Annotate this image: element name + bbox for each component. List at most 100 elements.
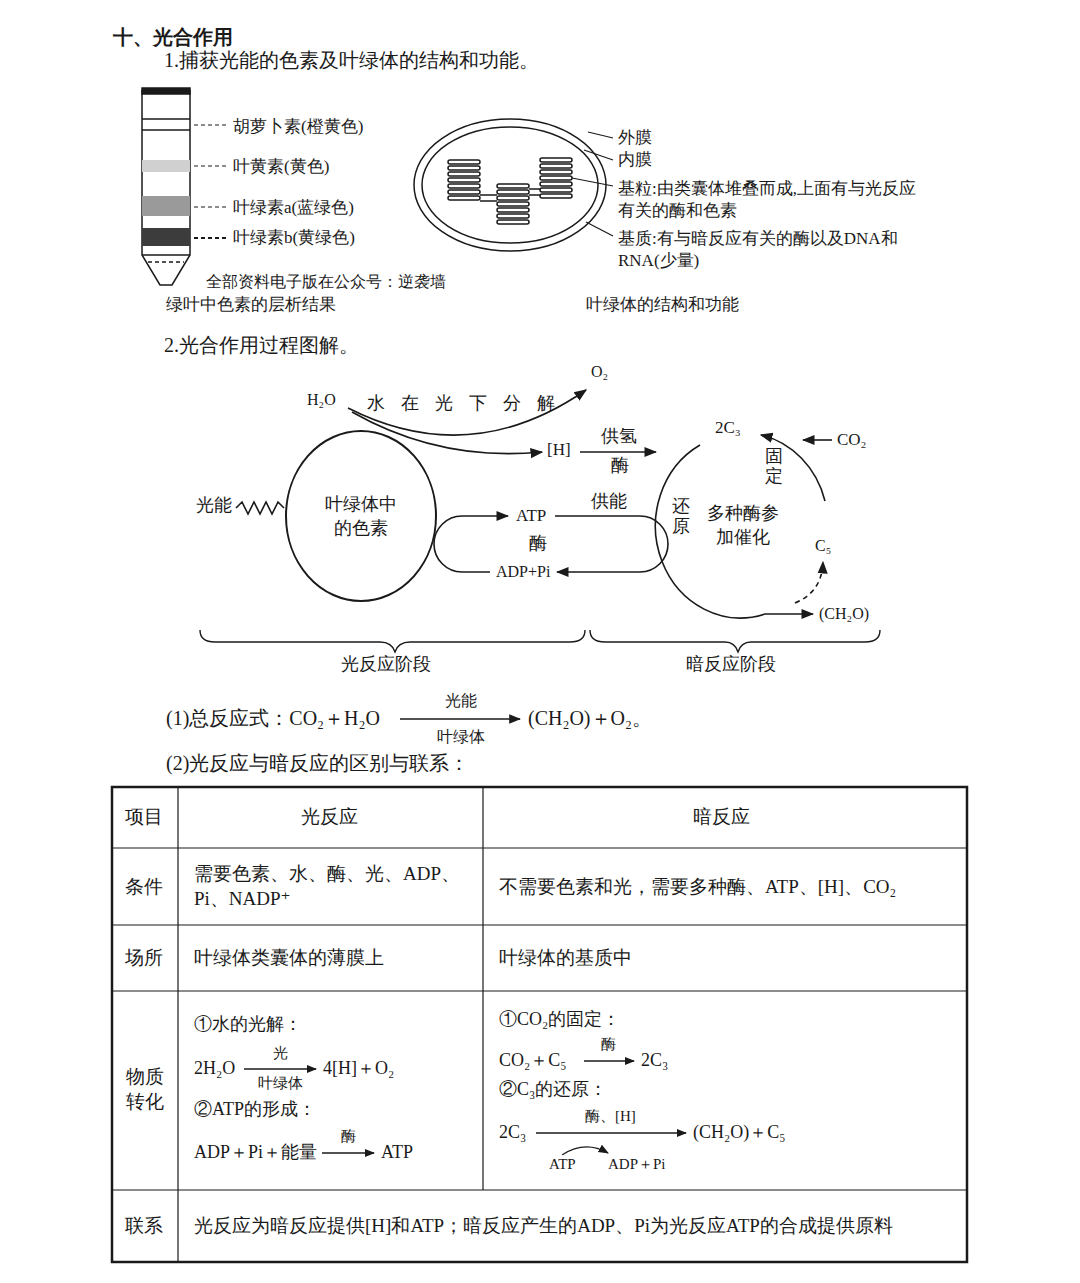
drawing-stroke [177, 787, 178, 1262]
drawing-stroke [580, 451, 656, 453]
drawing-stroke [448, 158, 572, 224]
drawing-stroke [497, 196, 529, 200]
text-label: 项目 [124, 805, 164, 830]
comparison-table [112, 787, 967, 1262]
drawing-stroke [194, 237, 228, 239]
process-arrows [236, 390, 832, 618]
text-label: 叶绿体的基质中 [498, 946, 633, 971]
drawing-stroke [142, 90, 190, 285]
text-label: 需要色素、水、酶、光、ADP、Pi、NADP⁺ [193, 862, 477, 911]
text-label: 2C₃ [640, 1049, 669, 1072]
text-label: 叶绿体 [436, 727, 486, 748]
drawing-stroke [448, 166, 480, 170]
drawing-stroke [194, 124, 228, 125]
text-label: CO₂＋C₅ [498, 1049, 568, 1072]
drawing-stroke [414, 119, 606, 251]
drawing-stroke [803, 439, 832, 441]
text-label: ADP＋Pi [607, 1155, 667, 1175]
text-label: 暗反应 [692, 805, 751, 830]
text-label: 水在光下分解 [366, 392, 572, 415]
drawing-stroke [540, 182, 572, 186]
text-label: ②ATP的形成： [193, 1098, 317, 1121]
text-label: C₅ [814, 536, 832, 557]
drawing-stroke [194, 206, 228, 207]
drawing-stroke [540, 176, 572, 180]
drawing-stroke [536, 1132, 686, 1133]
text-label: 2C₃ [498, 1121, 527, 1144]
drawing-stroke [112, 787, 967, 1262]
drawing-stroke [236, 502, 284, 514]
text-label: (CH₂O)＋O₂。 [527, 705, 653, 731]
drawing-stroke [142, 118, 190, 120]
drawing-stroke [529, 194, 540, 196]
drawing-stroke [590, 630, 880, 652]
text-label: CO₂ [836, 429, 868, 451]
text-label: (2)光反应与暗反应的区别与联系： [165, 750, 470, 776]
text-label: 物质转化 [125, 1065, 169, 1114]
text-label: (CH₂O)＋C₅ [692, 1121, 787, 1144]
drawing-stroke [142, 160, 190, 172]
text-label: ①水的光解： [193, 1013, 303, 1036]
text-label: 固定 [765, 447, 783, 487]
text-label: [H] [546, 439, 572, 461]
drawing-stroke [112, 1189, 967, 1190]
drawing-stroke [142, 254, 190, 256]
drawing-stroke [352, 412, 542, 454]
drawing-stroke [562, 1147, 608, 1155]
drawing-stroke [448, 178, 480, 182]
text-label: 叶绿素b(黄绿色) [232, 227, 356, 249]
text-label: ①CO₂的固定： [498, 1008, 621, 1031]
drawing-stroke [142, 196, 190, 216]
text-label: 光反应 [300, 805, 359, 830]
drawing-stroke [448, 160, 480, 164]
text-label: ATP [515, 505, 547, 527]
drawing-stroke [586, 222, 613, 236]
text-label: (CH₂O) [818, 604, 870, 625]
text-label: 光能 [444, 691, 478, 712]
drawing-stroke [540, 170, 572, 174]
drawing-stroke [655, 445, 813, 618]
text-label: 叶绿体类囊体的薄膜上 [193, 946, 385, 971]
text-label: 不需要色素和光，需要多种酶、ATP、[H]、CO₂ [498, 875, 962, 900]
enzyme-cycle: 多种酶参加催化 [658, 433, 828, 617]
drawing-stroke [448, 190, 480, 194]
drawing-stroke [448, 196, 480, 200]
drawing-stroke [286, 431, 436, 601]
drawing-stroke [497, 208, 529, 212]
drawing-stroke [540, 158, 572, 162]
leader-lines [572, 132, 613, 236]
drawing-stroke [480, 200, 497, 202]
drawing-stroke [540, 188, 572, 192]
drawing-stroke [497, 214, 529, 218]
drawing-stroke [480, 194, 497, 196]
drawing-stroke [148, 261, 184, 263]
node-text: 多种酶参加催化 [705, 501, 781, 550]
drawing-stroke [540, 194, 572, 198]
drawing-stroke [448, 184, 480, 188]
drawing-stroke [482, 787, 483, 1190]
drawing-stroke [112, 924, 967, 925]
text-label: 2.光合作用过程图解。 [163, 332, 360, 358]
drawing-stroke [795, 562, 823, 603]
text-label: 2H₂O [193, 1057, 236, 1080]
drawing-stroke [497, 220, 529, 224]
text-label: 光反应阶段 [340, 653, 432, 676]
text-label: 全部资料电子版在公众号：逆袭墙 [205, 272, 447, 293]
drawing-stroke [448, 172, 480, 176]
text-label: 叶黄素(黄色) [232, 156, 330, 178]
drawing-stroke [529, 188, 540, 190]
text-label: 光能 [195, 494, 233, 517]
drawing-stroke [761, 435, 825, 501]
text-label: 基质:有与暗反应有关的酶以及DNA和RNA(少量) [617, 228, 924, 272]
drawing-stroke [584, 1060, 634, 1061]
text-label: 酶 [610, 454, 630, 477]
text-label: 还原 [672, 497, 690, 537]
drawing-stroke [497, 190, 529, 194]
text-label: ADP＋Pi＋能量 [193, 1141, 318, 1164]
chromatography-tube [142, 88, 190, 285]
text-label: 叶绿体的结构和功能 [585, 294, 740, 316]
text-label: ATP [548, 1155, 577, 1175]
drawing-stroke [540, 164, 572, 168]
drawing-stroke [584, 150, 613, 160]
drawing-stroke [588, 132, 613, 138]
